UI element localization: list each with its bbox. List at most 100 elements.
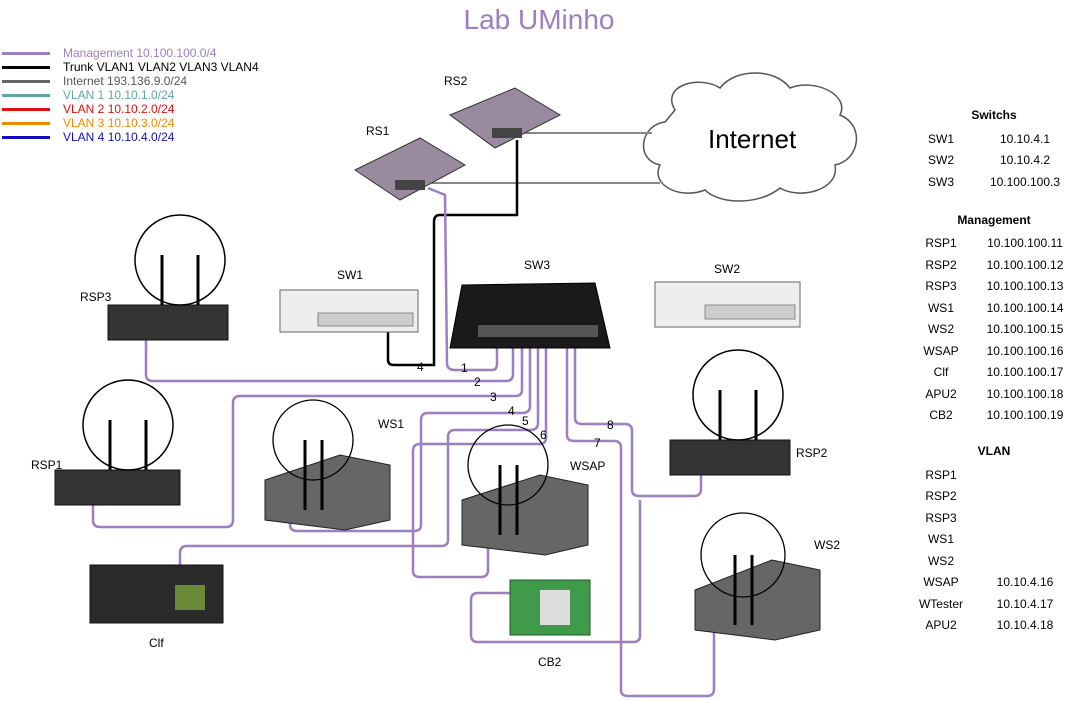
vlan-title: VLAN — [977, 444, 1011, 458]
switchs-title: Switchs — [971, 108, 1017, 122]
legend-label: Trunk VLAN1 VLAN2 VLAN3 VLAN4 — [63, 60, 259, 74]
legend-swatch — [2, 65, 50, 69]
rsp2-device[interactable] — [669, 349, 791, 476]
table-row: APU2 10.10.4.18 — [910, 615, 1078, 637]
device-name: RSP1 — [925, 467, 957, 482]
ws1-device[interactable] — [264, 399, 391, 531]
rsp3-device[interactable] — [107, 214, 229, 341]
legend-swatch — [2, 51, 50, 55]
ip-address: 10.10.4.17 — [996, 596, 1054, 611]
device-name: WSAP — [923, 575, 959, 590]
device-name: RSP3 — [925, 510, 957, 525]
ip-address: 10.100.100.18 — [986, 386, 1064, 401]
port-label: 7 — [594, 436, 601, 450]
ip-address: 10.100.100.11 — [987, 236, 1063, 251]
device-name: APU2 — [925, 618, 957, 633]
ip-address: 10.100.100.15 — [986, 322, 1064, 337]
sw3-device[interactable] — [449, 282, 611, 349]
ip-address: 10.100.100.3 — [989, 174, 1061, 189]
internet-cloud — [643, 72, 857, 202]
table-row: WSAP 10.10.4.16 — [910, 572, 1078, 594]
ip-address: 10.100.100.13 — [986, 279, 1064, 294]
ip-address: 10.10.4.16 — [996, 575, 1054, 590]
port-label: 4 — [508, 404, 515, 418]
legend-swatch — [2, 135, 50, 139]
table-row: RSP3 10.100.100.13 — [910, 276, 1078, 298]
ws2-label: WS2 — [814, 538, 841, 552]
ws1-label: WS1 — [378, 417, 405, 431]
management-title: Management — [957, 212, 1031, 227]
legend-item: VLAN 4 10.10.4.0/24 — [2, 130, 259, 144]
table-row: CB2 10.100.100.19 — [910, 405, 1078, 427]
rsp2-label: RSP2 — [796, 446, 828, 460]
device-name: WTester — [918, 596, 963, 611]
sw1-label: SW1 — [337, 268, 364, 282]
cb2-device[interactable] — [509, 579, 591, 636]
rs1-device[interactable] — [354, 137, 467, 201]
table-row: WS1 10.100.100.14 — [910, 297, 1078, 319]
port-label: 8 — [607, 418, 614, 432]
ip-address: 10.100.100.12 — [986, 257, 1064, 272]
legend-label: Internet 193.136.9.0/24 — [63, 74, 188, 88]
table-row: RSP2 — [910, 486, 1078, 508]
legend-label: VLAN 2 10.10.2.0/24 — [63, 102, 175, 116]
sw3-label: SW3 — [524, 258, 551, 272]
rs1-label: RS1 — [366, 124, 390, 138]
sw2-label: SW2 — [714, 262, 741, 276]
legend-item: VLAN 1 10.10.1.0/24 — [2, 88, 259, 102]
table-row: WTester 10.10.4.17 — [910, 593, 1078, 615]
ip-address: 10.100.100.19 — [986, 408, 1064, 423]
device-name: SW2 — [927, 153, 954, 168]
device-name: WS1 — [927, 300, 954, 315]
rs2-label: RS2 — [444, 74, 468, 88]
internet-label: Internet — [708, 124, 797, 154]
ip-address: 10.10.4.1 — [999, 131, 1051, 146]
table-row: WS1 — [910, 529, 1078, 551]
port-label: 2 — [474, 375, 481, 389]
legend-swatch — [2, 121, 50, 125]
port-label: 3 — [490, 390, 497, 404]
rsp3-label: RSP3 — [80, 290, 112, 304]
wsap-device[interactable] — [461, 424, 589, 556]
legend-item: Trunk VLAN1 VLAN2 VLAN3 VLAN4 — [2, 60, 259, 74]
ip-address: 10.100.100.14 — [986, 300, 1064, 315]
legend-label: VLAN 3 10.10.3.0/24 — [63, 116, 175, 130]
ip-address: 10.10.4.18 — [996, 618, 1054, 633]
device-name: WS1 — [927, 532, 954, 547]
device-name: WSAP — [923, 343, 959, 358]
sw1-device[interactable] — [279, 289, 419, 333]
table-row: SW1 10.10.4.1 — [910, 128, 1078, 150]
legend-swatch — [2, 107, 50, 111]
internet-links — [432, 132, 660, 184]
table-row: RSP1 10.100.100.11 — [910, 233, 1078, 255]
device-name: SW1 — [927, 131, 954, 146]
device-name: RSP1 — [925, 236, 957, 251]
ws2-device[interactable] — [694, 512, 821, 641]
management-links — [91, 186, 716, 698]
device-name: CB2 — [929, 408, 953, 423]
rsp1-device[interactable] — [54, 379, 181, 506]
sw2-device[interactable] — [654, 281, 801, 328]
legend-label: VLAN 4 10.10.4.0/24 — [63, 130, 175, 144]
legend-item: Internet 193.136.9.0/24 — [2, 74, 259, 88]
port-label: 6 — [540, 428, 547, 442]
port-label: 4 — [417, 360, 424, 374]
clf-device[interactable] — [89, 564, 224, 624]
device-name: SW3 — [927, 174, 954, 189]
page-title: Lab UMinho — [463, 4, 615, 35]
table-row: RSP1 — [910, 464, 1078, 486]
device-name: RSP3 — [925, 279, 957, 294]
legend-item: VLAN 2 10.10.2.0/24 — [2, 102, 259, 116]
port-label: 1 — [461, 361, 468, 375]
rs2-device[interactable] — [448, 87, 562, 149]
